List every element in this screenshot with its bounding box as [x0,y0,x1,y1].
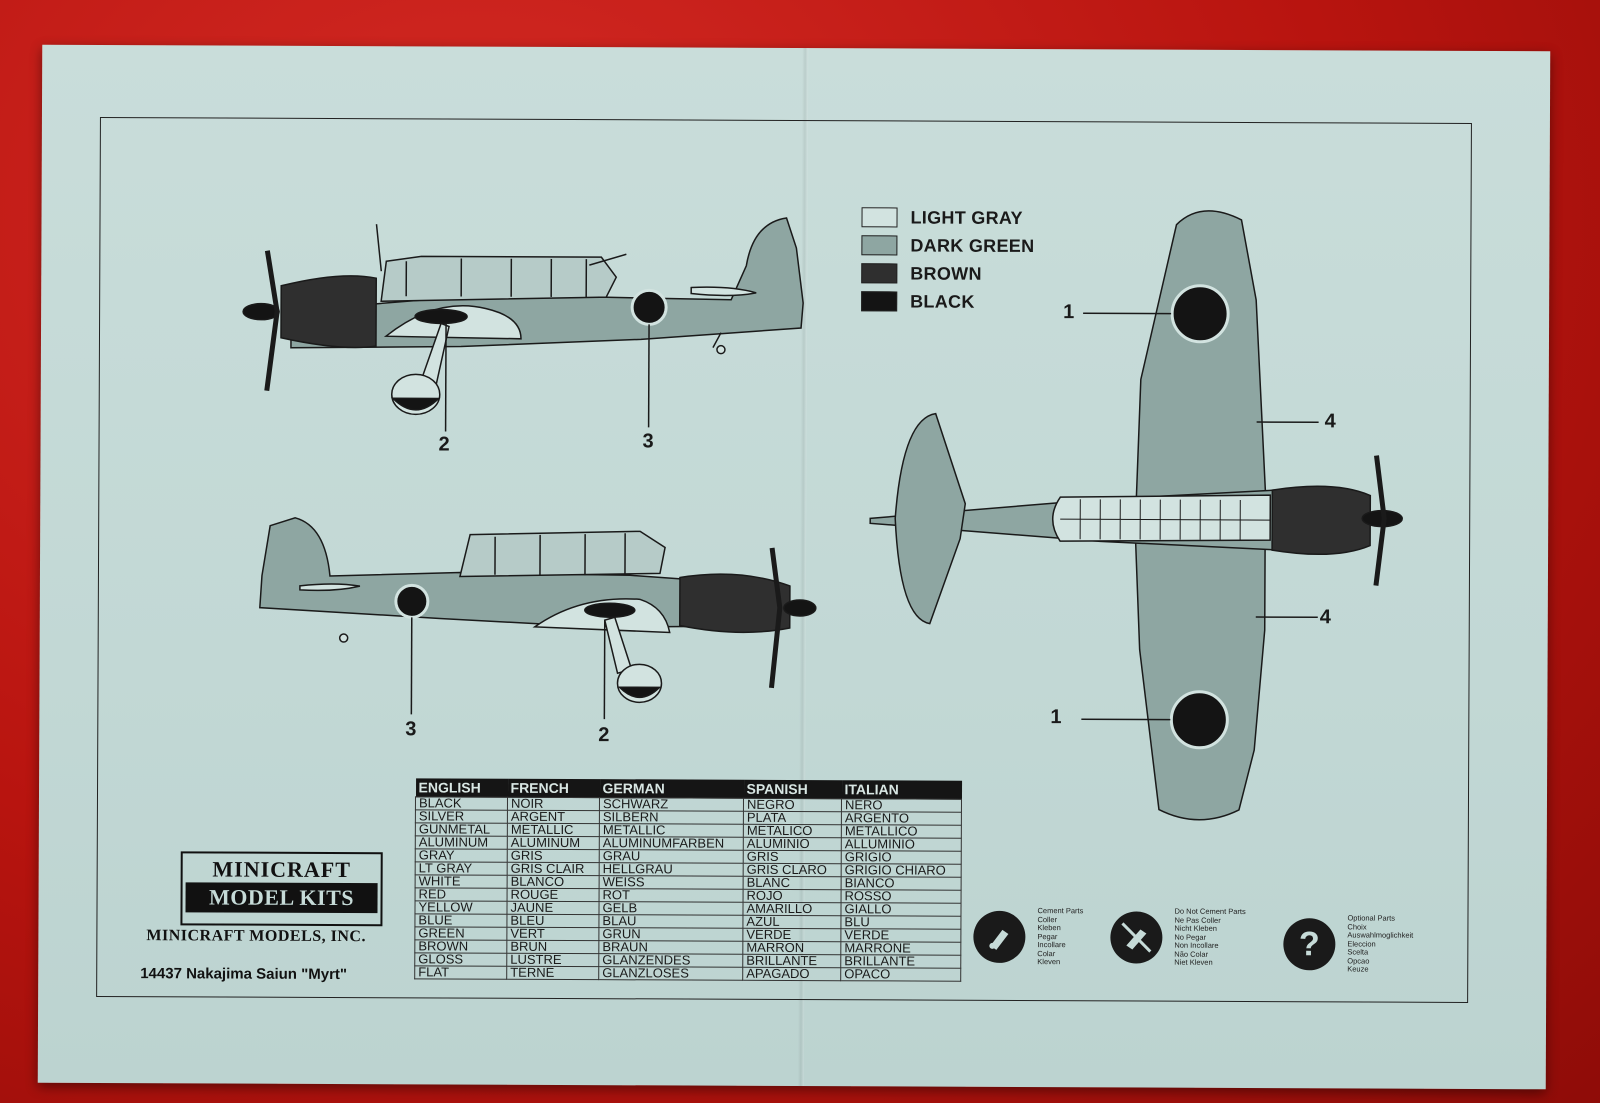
instruction-sheet: LIGHT GRAY DARK GREEN BROWN BLACK 2 3 3 … [37,44,1551,1090]
legend-row-brown: BROWN [861,259,1034,288]
legend-label: BLACK [910,291,975,312]
table-cell: APAGADO [742,966,841,981]
callout-2-top: 2 [438,433,450,456]
question-mark-icon: ? [1283,918,1336,971]
legend-row-black: BLACK [861,287,1034,316]
table-header: ENGLISH [415,778,508,798]
legend-swatch [861,263,898,284]
callout-1-lower: 1 [1050,706,1062,729]
table-cell: GLANZLOSES [598,965,743,981]
legend-row-light-gray: LIGHT GRAY [861,203,1034,232]
legend-label: DARK GREEN [910,235,1035,256]
legend-swatch [861,291,898,312]
table-cell: TERNE [506,965,599,980]
side-view-bottom [259,517,817,720]
color-translation-table: ENGLISH FRENCH GERMAN SPANISH ITALIAN BL… [414,778,962,981]
callout-4-upper: 4 [1324,410,1336,433]
aircraft-drawings [242,210,1403,821]
callout-4-lower: 4 [1319,606,1331,629]
legend-swatch [861,207,898,228]
logo-top-text: MINICRAFT [212,856,352,883]
legend-label: BROWN [910,263,982,284]
table-header-row: ENGLISH FRENCH GERMAN SPANISH ITALIAN [415,778,962,800]
legend-row-dark-green: DARK GREEN [861,231,1034,260]
side-view-top [242,217,804,432]
legend-label: LIGHT GRAY [910,207,1023,228]
symbol-text-line: Niet Kleven [1174,957,1213,967]
color-legend: LIGHT GRAY DARK GREEN BROWN BLACK [861,203,1035,316]
plan-view [869,210,1403,821]
logo-bottom-text: MODEL KITS [185,882,378,914]
cement-tube-icon [973,910,1026,964]
kit-name: 14437 Nakajima Saiun "Myrt" [140,965,348,984]
legend-swatch [861,235,898,256]
symbol-text-line: Kleven [1037,957,1061,967]
table-cell: FLAT [414,964,507,979]
no-cement-icon [1110,911,1163,964]
company-name: MINICRAFT MODELS, INC. [146,927,367,946]
minicraft-logo: MINICRAFT MODEL KITS [180,851,383,927]
callout-3-top: 3 [642,430,654,453]
callout-3-bottom: 3 [405,718,417,741]
callout-2-bottom: 2 [598,724,610,747]
callout-1-upper: 1 [1063,301,1075,324]
table-cell: OPACO [840,966,961,981]
symbol-text-line: Keuze [1347,964,1369,974]
